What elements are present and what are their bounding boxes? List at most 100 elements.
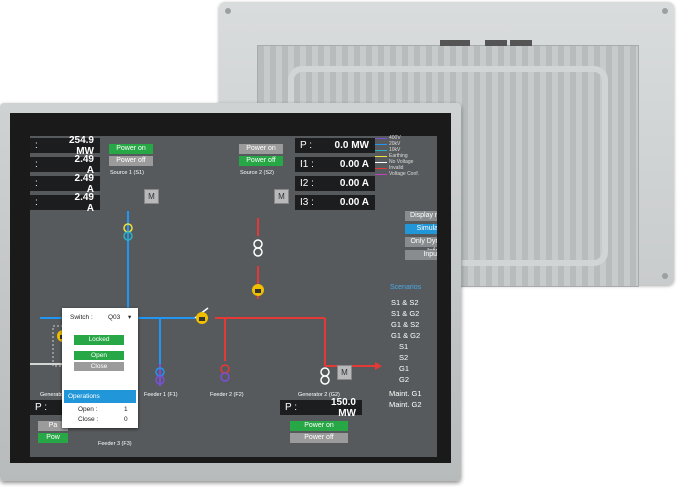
value-text: 0.0 MW bbox=[334, 140, 369, 151]
value-prefix: : bbox=[35, 178, 38, 189]
maint-item[interactable]: Maint. G2 bbox=[389, 400, 422, 409]
value-panel-current: : 2.49 A bbox=[30, 173, 100, 195]
source2-label: Source 2 (S2) bbox=[240, 170, 274, 176]
operations-header[interactable]: Operations bbox=[64, 390, 136, 403]
scenario-item[interactable]: G1 & G2 bbox=[391, 331, 421, 340]
value-panel-current: : 2.49 A bbox=[30, 154, 100, 176]
line-invalid bbox=[215, 218, 375, 367]
transformer-s1 bbox=[123, 223, 133, 241]
lock-switch-icon[interactable] bbox=[196, 312, 208, 324]
value-text: 0.00 A bbox=[339, 159, 369, 170]
value-panel-power: P : 0.0 MW bbox=[295, 138, 375, 153]
feeder3-label: Feeder 3 (F3) bbox=[98, 441, 132, 447]
value-prefix: I1 : bbox=[300, 159, 314, 170]
scenario-item[interactable]: G2 bbox=[399, 375, 410, 384]
io-port bbox=[485, 40, 507, 46]
io-port bbox=[510, 40, 532, 46]
value-prefix: P : bbox=[300, 140, 313, 151]
legend-item: Voltage Conf. bbox=[375, 171, 419, 177]
feeder1-label: Feeder 1 (F1) bbox=[144, 392, 178, 398]
switch-select[interactable]: Q03 bbox=[108, 314, 121, 321]
value-panel-generator1: P : bbox=[30, 400, 70, 415]
power-off-button[interactable]: Pow bbox=[38, 433, 68, 443]
scenario-item[interactable]: S1 bbox=[399, 342, 409, 351]
power-off-button[interactable]: Power off bbox=[290, 433, 348, 443]
value-panel-current: I2 : 0.00 A bbox=[295, 176, 375, 191]
value-text: 254.9 MW bbox=[68, 136, 94, 157]
value-text: 2.49 A bbox=[74, 153, 94, 176]
transformer-g2 bbox=[320, 367, 330, 385]
legend-item: No Voltage bbox=[375, 159, 419, 165]
value-panel-current: : 2.49 A bbox=[30, 192, 100, 214]
legend-label: 20kV bbox=[389, 141, 401, 147]
open-button[interactable]: Open bbox=[74, 351, 124, 360]
screw bbox=[662, 8, 668, 14]
value-panel-power: : 254.9 MW bbox=[30, 136, 100, 157]
legend-label: 10kV bbox=[389, 147, 401, 153]
motor-box[interactable]: M bbox=[144, 189, 159, 204]
generator1-label: Generator bbox=[40, 392, 65, 398]
transformer-s2 bbox=[253, 239, 263, 257]
value-text: 2.49 A bbox=[74, 191, 94, 214]
value-prefix: I3 : bbox=[300, 197, 314, 208]
screw bbox=[225, 8, 231, 14]
switch-popup: Switch : Q03 ▾ Locked Open Close Operati… bbox=[62, 308, 138, 428]
lock-switch-icon[interactable] bbox=[252, 284, 264, 296]
legend-item: Earthing bbox=[375, 153, 419, 159]
voltage-legend: 400V 20kV 10kV Earthing No Voltage Inval… bbox=[375, 135, 419, 177]
power-off-button[interactable]: Power off bbox=[239, 156, 283, 166]
switch-label: Switch : bbox=[70, 314, 93, 321]
value-text: 0.00 A bbox=[339, 197, 369, 208]
inputs-button[interactable]: Inputs bbox=[405, 250, 437, 260]
value-text: 2.49 A bbox=[74, 172, 94, 195]
legend-item: 20kV bbox=[375, 141, 419, 147]
transformer-f2 bbox=[220, 364, 230, 382]
motor-box[interactable]: M bbox=[337, 365, 352, 380]
chevron-down-icon[interactable]: ▾ bbox=[128, 314, 132, 321]
power-on-button[interactable]: Power on bbox=[109, 144, 153, 154]
locked-button[interactable]: Locked bbox=[74, 335, 124, 345]
value-panel-generator2: P : 150.0 MW bbox=[280, 397, 362, 419]
legend-label: 400V bbox=[389, 135, 401, 141]
scenario-item[interactable]: S2 bbox=[399, 353, 409, 362]
ops-close-count: 0 bbox=[124, 416, 128, 423]
legend-label: Earthing bbox=[389, 153, 408, 159]
ops-open-count: 1 bbox=[124, 406, 128, 413]
legend-item: 10kV bbox=[375, 147, 419, 153]
value-panel-current: I1 : 0.00 A bbox=[295, 157, 375, 172]
value-panel-current: I3 : 0.00 A bbox=[295, 195, 375, 210]
screw bbox=[662, 273, 668, 279]
value-prefix: P : bbox=[285, 402, 298, 413]
power-on-button[interactable]: Pa bbox=[38, 421, 68, 431]
power-on-button[interactable]: Power on bbox=[239, 144, 283, 154]
value-text: 0.00 A bbox=[339, 178, 369, 189]
simulation-button[interactable]: Simulation bbox=[405, 224, 437, 234]
value-prefix: : bbox=[35, 159, 38, 170]
legend-item: 400V bbox=[375, 135, 419, 141]
generator2-label: Generator 2 (G2) bbox=[298, 392, 340, 398]
value-text: 150.0 MW bbox=[330, 396, 356, 419]
io-port bbox=[440, 40, 470, 46]
source1-label: Source 1 (S1) bbox=[110, 170, 144, 176]
power-on-button[interactable]: Power on bbox=[290, 421, 348, 431]
legend-label: Voltage Conf. bbox=[389, 171, 420, 177]
value-prefix: P : bbox=[35, 402, 48, 413]
motor-box[interactable]: M bbox=[274, 189, 289, 204]
ops-close-label: Close : bbox=[78, 416, 99, 423]
arrow-icon bbox=[375, 362, 382, 370]
display-names-button[interactable]: Display names bbox=[405, 211, 437, 221]
value-prefix: : bbox=[35, 197, 38, 208]
scenario-item[interactable]: G1 bbox=[399, 364, 410, 373]
scenario-item[interactable]: S1 & G2 bbox=[391, 309, 420, 318]
scenario-item[interactable]: S1 & S2 bbox=[391, 298, 419, 307]
power-off-button[interactable]: Power off bbox=[109, 156, 153, 166]
transformer-f1 bbox=[155, 367, 165, 385]
scenarios-title: Scenarios bbox=[390, 284, 422, 291]
maint-item[interactable]: Maint. G1 bbox=[389, 389, 422, 398]
close-button[interactable]: Close bbox=[74, 362, 124, 371]
dyn-col-info-button[interactable]: Only Dyn. Col. Info bbox=[405, 237, 437, 255]
value-prefix: : bbox=[35, 140, 38, 151]
value-prefix: I2 : bbox=[300, 178, 314, 189]
scenario-item[interactable]: G1 & S2 bbox=[391, 320, 420, 329]
ops-open-label: Open : bbox=[78, 406, 98, 413]
